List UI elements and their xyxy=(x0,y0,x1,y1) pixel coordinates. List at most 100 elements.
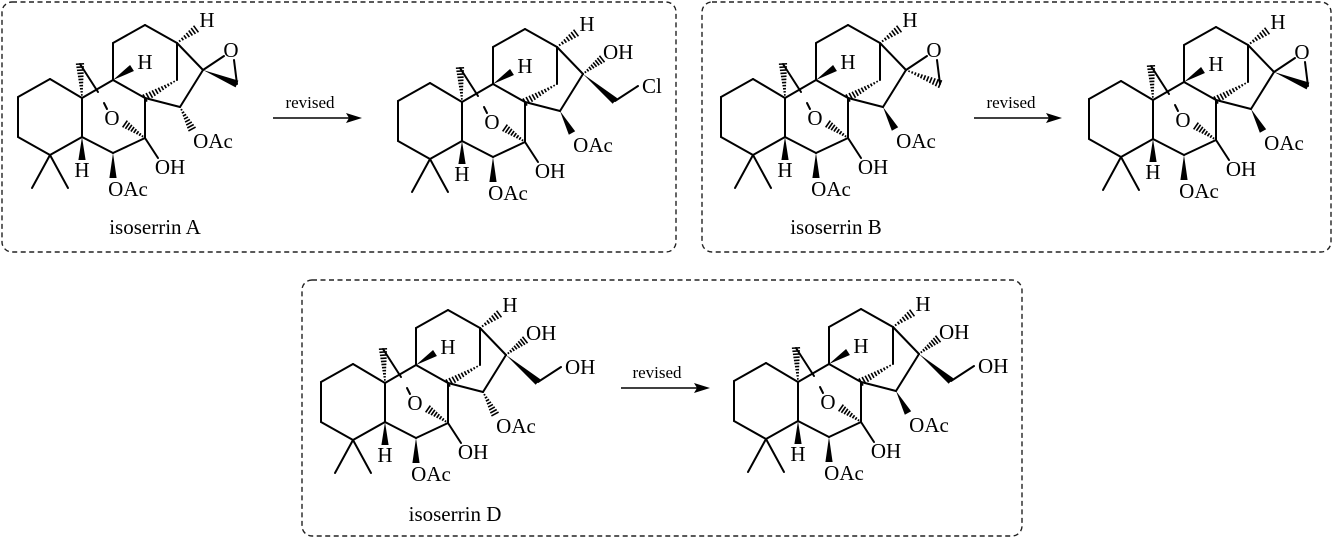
hash-stroke xyxy=(558,43,561,47)
hash-stroke xyxy=(135,130,140,135)
bond xyxy=(828,308,862,328)
hash-stroke xyxy=(883,37,887,41)
atom-c6-oac: OAc xyxy=(411,462,451,486)
atom-h5: H xyxy=(454,162,469,186)
hash-stroke xyxy=(488,406,496,411)
bond xyxy=(415,364,449,384)
c15-oac-wedge xyxy=(1251,109,1267,133)
hash-stroke xyxy=(1243,82,1247,85)
c8-c14-hashed-bond xyxy=(522,83,558,106)
hash-stroke xyxy=(830,124,836,131)
hash-stroke xyxy=(430,409,436,416)
hash-stroke xyxy=(913,72,917,76)
hash-stroke xyxy=(560,41,564,45)
hash-stroke xyxy=(166,83,170,87)
hash-stroke xyxy=(180,37,184,41)
hash-stroke xyxy=(568,34,574,40)
hash-stroke xyxy=(441,417,445,422)
bond xyxy=(1183,81,1217,101)
hash-stroke xyxy=(891,30,897,36)
atom-c6-oac: OAc xyxy=(811,177,851,201)
hash-stroke xyxy=(543,88,547,93)
hash-stroke xyxy=(454,374,459,382)
hash-stroke xyxy=(178,39,181,43)
atom-bridge-oxygen: O xyxy=(807,106,822,130)
hash-stroke xyxy=(481,324,484,328)
bond xyxy=(112,79,146,99)
hash-stroke xyxy=(843,408,849,415)
bond xyxy=(320,363,354,383)
hash-stroke xyxy=(528,95,534,103)
hash-stroke xyxy=(486,319,490,325)
hash-stroke xyxy=(151,89,156,97)
c20-hashed-bond xyxy=(778,62,788,99)
c20-oxygen-bridge xyxy=(406,387,411,395)
hash-stroke xyxy=(838,130,843,135)
hash-stroke xyxy=(869,83,873,87)
hash-stroke xyxy=(475,365,479,368)
bond xyxy=(415,309,449,329)
hash-stroke xyxy=(133,128,137,134)
epoxide-wedge xyxy=(203,70,239,88)
c7-oh-bond xyxy=(1215,139,1230,161)
hash-stroke xyxy=(893,27,900,35)
bond xyxy=(447,309,481,329)
epoxide-hashed-bond xyxy=(905,69,943,89)
hash-stroke xyxy=(182,113,187,117)
atom-h13: H xyxy=(915,292,930,316)
hash-stroke xyxy=(851,91,857,99)
bond xyxy=(720,136,754,156)
hash-stroke xyxy=(1206,132,1211,137)
hash-stroke xyxy=(546,87,550,91)
hash-stroke xyxy=(1212,137,1215,140)
h13-hashed-bond xyxy=(479,310,503,329)
hash-stroke xyxy=(510,130,515,136)
atom-h13: H xyxy=(199,8,214,32)
bond xyxy=(860,381,897,392)
c20-oxygen-bridge xyxy=(103,102,108,110)
c20-oxygen-bridge xyxy=(795,347,815,377)
atom-h5: H xyxy=(790,442,805,466)
hash-stroke xyxy=(934,78,940,87)
hash-stroke xyxy=(501,124,509,132)
hash-stroke xyxy=(519,338,526,346)
atom-bridge-oxygen: O xyxy=(820,390,835,414)
ch2-bond xyxy=(537,366,562,383)
hash-stroke xyxy=(827,122,834,130)
methyl-bond xyxy=(734,154,754,189)
methyl-bond xyxy=(747,438,767,473)
bond xyxy=(352,421,386,441)
compound-name-isoserrin-d: isoserrin D xyxy=(409,502,502,526)
hash-stroke xyxy=(840,406,847,414)
hash-stroke xyxy=(489,408,498,414)
atom-h13: H xyxy=(502,293,517,317)
c6-oac-wedge xyxy=(812,153,820,178)
hash-stroke xyxy=(886,34,890,40)
hash-stroke xyxy=(879,368,883,373)
hash-stroke xyxy=(486,401,492,405)
hash-stroke xyxy=(904,314,910,320)
c7-oh-bond xyxy=(847,137,862,159)
hash-stroke xyxy=(594,59,600,66)
hash-stroke xyxy=(922,348,926,352)
atom-epoxide-oxygen: O xyxy=(926,38,941,62)
hash-stroke xyxy=(870,372,875,379)
arrow-label-d: revised xyxy=(632,363,682,382)
epoxide-bond xyxy=(202,55,225,71)
hash-stroke xyxy=(188,30,194,36)
bond xyxy=(1215,26,1249,46)
hash-stroke xyxy=(513,345,518,350)
hash-stroke xyxy=(457,373,462,380)
atom-c15-oac: OAc xyxy=(573,133,613,157)
h13-hashed-bond xyxy=(1247,27,1271,46)
bond xyxy=(461,140,494,158)
c6-oac-wedge xyxy=(412,438,420,463)
hash-stroke xyxy=(563,38,567,44)
bond xyxy=(112,137,146,154)
epoxide-bond xyxy=(1304,61,1309,87)
hash-stroke xyxy=(588,66,592,71)
hash-stroke xyxy=(1195,124,1202,132)
hash-stroke xyxy=(846,410,851,416)
bond xyxy=(879,42,907,71)
